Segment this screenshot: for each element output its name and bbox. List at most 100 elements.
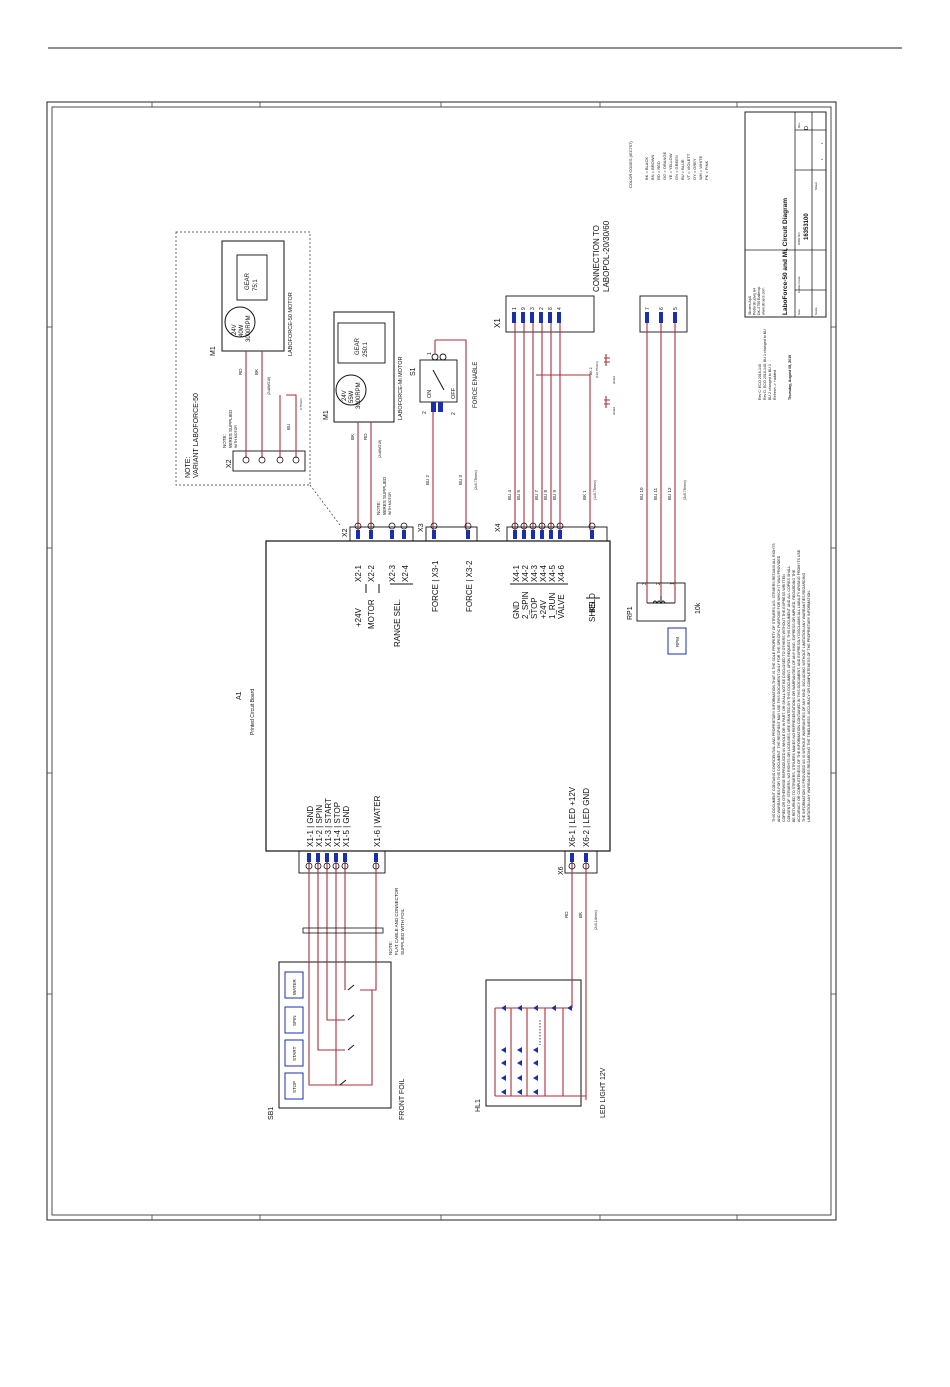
switch-s1: S1 ON OFF 1 2 2 FORCE ENABLE BU 2 BU 3 (… [410,339,479,530]
rp1-pin: 2 [656,582,662,585]
x4-func-label: 1_RUN [548,593,557,619]
x1-pin-number: 4 [557,307,563,310]
connection-to-label: CONNECTION TO [592,225,601,292]
wire-label: RD [363,433,368,440]
company-line: Struers ApS [748,295,752,315]
x4-x1-wires: BU 4 BU 5 BU 7 BU 8 BU 9 BK 1 (1x0.75mm²… [507,323,687,583]
x1-pin-number: 6 [659,307,665,310]
x1-pin-label: X1-3 | START [324,798,333,847]
x1-pin-label: X1-2 | SPIN [315,805,324,847]
motor-spec: 3000RPM [356,382,362,409]
disclaimer-line: ACCURACY OR COMPLETENESS OF THE INFORMAT… [797,549,801,822]
s1-name: FORCE ENABLE [473,362,479,408]
drawing-number: 16353100 [804,213,810,240]
x2-labels: X2-1 X2-2 X2-3 X2-4 +24V MOTOR RANGE SEL… [354,565,413,647]
x6-pin-label: X6-2 | LED GND [582,788,591,847]
variant-note-title: NOTE: [185,457,192,478]
motor-ref: M1 [323,410,330,420]
disclaimer-line: COPIED OR OTHERWISE REPRODUCED IN WHOLE … [782,574,786,822]
s1-off-label: OFF [451,387,457,399]
wire-label: BU 11 [653,487,658,500]
connector-x6: X6 [558,850,598,875]
connection-to-label: LABOPOL-20/30/60 [602,220,611,292]
x2-pin-label: X2-2 [367,565,376,582]
wire-label: BU 4 [507,489,512,500]
wire-label: BK [350,434,355,440]
revision-notes: Rev C: ECO 2016-140 Rev D: ECO 2018-148;… [758,329,792,400]
note-line: WITH MOTOR [388,492,392,515]
led-name: LED LIGHT 12V [600,1067,607,1118]
motor-spec: 24V [342,390,348,401]
s1-on-label: ON [427,390,433,398]
wire-size: (1x0.75mm²) [595,361,599,378]
sheet-number: 1 [820,158,824,160]
note-line: FLAT CABLE AND CONNECTOR [394,887,399,955]
foil-ref: SB1 [268,1107,275,1120]
led-hl1: HL1 LED LIGHT 12V RD BK (2x0.14mm²) [475,862,607,1118]
x2-var-ref: X2 [226,459,233,468]
shield-label: SHIELD [588,593,597,622]
x6-labels: X6-1 | LED +12V X6-2 | LED GND [568,786,591,847]
foil-button-stop: STOP [292,1081,297,1093]
variant-laboforce-50: NOTE: VARIANT LABOFORCE-50 24V 40W 3000R… [175,231,341,526]
wire-size: (2xAWG18) [267,377,271,395]
wire-size: (1x0.75mm²) [593,480,597,500]
company-line: Pederstrupvej 84 [753,288,757,315]
wire-size: 0.75mm² [299,398,303,410]
motor-name: LABOFORCE-Mi MOTOR [398,357,404,420]
x1-pin-number: 3 [530,307,536,310]
rpm-box-label: RPM [675,637,680,647]
x1-labels: X1-1 | GND X1-2 | SPIN X1-3 | START X1-4… [306,795,382,847]
variant-note-text: VARIANT LABOFORCE-50 [193,393,200,478]
x4-func-label: 2_SPIN [521,591,530,619]
x1-pin-number: 7 [645,307,651,310]
gear-ratio: 250:1 [363,341,369,357]
motor-spec: 40W [239,324,245,337]
note-line: WITH MOTOR [234,425,238,448]
wire-size: (3x0.75mm²) [683,480,687,500]
x4-pin-label: X4-4 [539,565,548,582]
wire-size: (2xAWG18) [378,440,382,458]
foil-name: FRONT FOIL [399,1078,406,1120]
motor-mi: 24V 55W 3000RPM GEAR 250:1 M1 LABOFORCE-… [323,311,404,530]
foil-button-spin: SPIN [292,1015,297,1026]
range-sel-label: RANGE SEL. [393,599,402,647]
pin-circles [305,522,596,870]
color-code-item: VT = VIOLETT [686,153,691,180]
x6-pin-label: X6-1 | LED +12V [568,786,577,847]
x4-func-label: +24V [539,599,548,619]
motor-spec: 55W [349,390,355,403]
x1-ref: X1 [493,318,502,328]
color-code-item: PK = PINK [704,160,709,180]
x3-pin-label: FORCE | X3-2 [465,560,474,612]
pcb-ref: A1 [236,691,243,700]
color-code-item: BN = BROWN [650,154,655,180]
revision-line: Rev D: ECO 2018-148; BU 1 changed to BU [763,329,767,400]
x4-func-label: VALVE [557,594,566,619]
sheet-of: 1 [820,142,824,144]
wire-label: BU 12 [667,487,672,500]
motor-spec: 3000RPM [246,315,252,342]
x1-pin-label: X1-4 | STOP [333,802,342,847]
wire-label: BU 7 [534,489,539,500]
rp1-potentiometer: RPM RP1 10k 3 2 1 [627,582,702,655]
note-line: WIRES SUPPLIED [228,409,233,448]
disclaimer-line: THE INFORMATION IS PROVIDED AS IS WITHOU… [802,573,806,822]
wire-label: BU [286,424,291,430]
date-line: Thursday, August 08, 2019 [788,355,792,400]
x1-pin-number: 5 [673,307,679,310]
led-ref: HL1 [475,1099,482,1112]
wire-label: BK 2 [589,367,593,375]
color-code-item: BK = BLACK [644,157,649,180]
note-title: NOTE: [222,434,227,448]
disclaimer: THIS DOCUMENT CONTAINS CONFIDENTIAL AND … [772,543,811,822]
note-line: WIRES SUPPLIED [382,476,387,515]
company-line: www.struers.com [762,288,766,315]
wire-label: RD [564,911,569,918]
pcb-name: Printed Circuit Board [250,689,256,735]
sheet-frame [46,101,837,1221]
connector-x3: X3 [418,523,478,542]
diagram-title: LaboForce-50 and Mi, Circuit Diagram [782,198,789,315]
foil-button-water: WATER [292,979,297,995]
